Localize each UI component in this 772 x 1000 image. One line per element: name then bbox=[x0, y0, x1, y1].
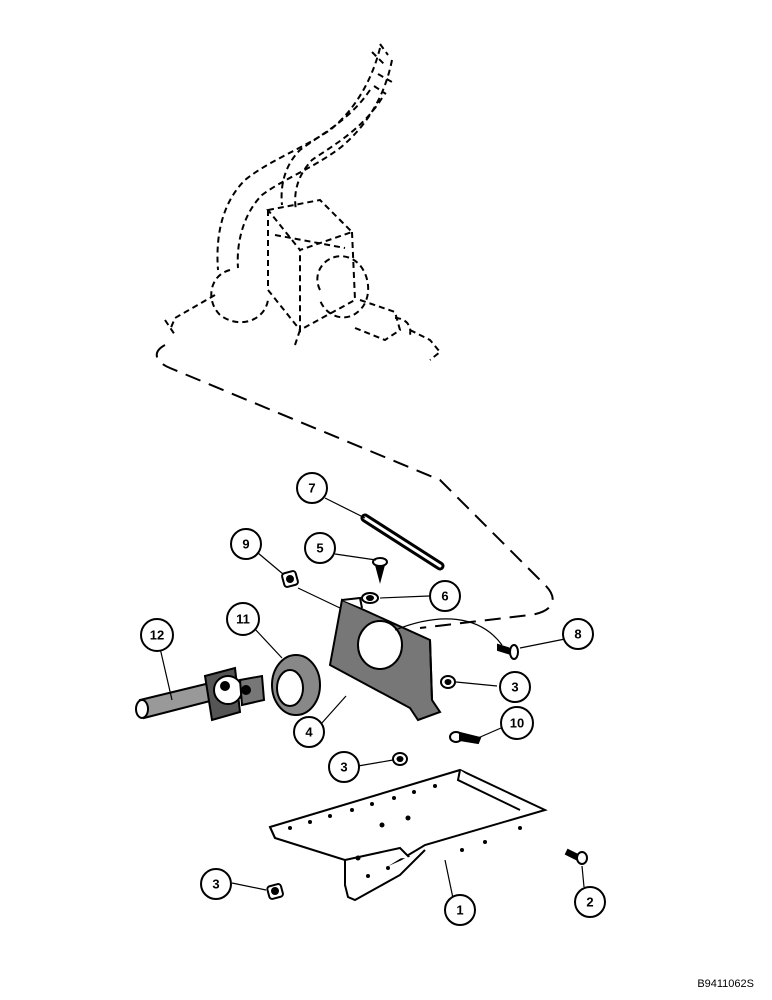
callout-3c: 3 bbox=[200, 868, 232, 900]
callout-3a: 3 bbox=[499, 671, 531, 703]
leader-line bbox=[297, 587, 341, 609]
callout-12-label: 12 bbox=[150, 628, 164, 643]
callout-3b: 3 bbox=[328, 751, 360, 783]
bolt-part-5 bbox=[372, 557, 388, 584]
callout-5-label: 5 bbox=[316, 541, 323, 556]
phantom-reference-line bbox=[155, 344, 554, 629]
seal-ring-part-11 bbox=[271, 654, 321, 716]
callout-2-label: 2 bbox=[586, 895, 593, 910]
bolt-part-8 bbox=[497, 643, 519, 660]
callout-3b-label: 3 bbox=[340, 760, 347, 775]
callout-4: 4 bbox=[293, 716, 325, 748]
callout-1: 1 bbox=[444, 894, 476, 926]
callout-6-label: 6 bbox=[441, 589, 448, 604]
washer-part-6 bbox=[361, 592, 379, 604]
callout-7-label: 7 bbox=[308, 481, 315, 496]
callout-6: 6 bbox=[429, 580, 461, 612]
callout-5: 5 bbox=[304, 532, 336, 564]
nut-part-3-right bbox=[440, 675, 456, 689]
callout-12: 12 bbox=[140, 618, 174, 652]
nut-part-9 bbox=[281, 570, 299, 588]
callout-2: 2 bbox=[574, 886, 606, 918]
callout-4-label: 4 bbox=[305, 725, 313, 740]
phantom-gearbox-assembly bbox=[164, 43, 442, 361]
callout-9: 9 bbox=[230, 528, 262, 560]
nut-part-3-left bbox=[266, 883, 284, 900]
callout-9-label: 9 bbox=[242, 537, 249, 552]
callout-8-label: 8 bbox=[574, 627, 581, 642]
rod-part-7 bbox=[360, 513, 445, 571]
callout-1-label: 1 bbox=[456, 903, 463, 918]
callout-3c-label: 3 bbox=[212, 877, 219, 892]
leader-line bbox=[394, 618, 503, 646]
shield-plate-part-4 bbox=[328, 596, 442, 722]
callout-leaders bbox=[159, 497, 585, 904]
figure-code: B9411062S bbox=[697, 978, 754, 990]
drive-shaft-part-12 bbox=[135, 666, 266, 722]
callout-10-label: 10 bbox=[510, 716, 524, 731]
callout-7: 7 bbox=[296, 472, 328, 504]
nut-part-3-middle bbox=[392, 752, 408, 766]
callout-11: 11 bbox=[226, 602, 260, 636]
mounting-bracket-part-1 bbox=[268, 768, 548, 902]
bolt-part-10 bbox=[449, 731, 482, 745]
bolt-part-2 bbox=[564, 848, 588, 865]
callout-3a-label: 3 bbox=[511, 680, 518, 695]
callout-8: 8 bbox=[562, 618, 594, 650]
callout-11-label: 11 bbox=[236, 612, 250, 627]
callout-10: 10 bbox=[500, 706, 534, 740]
